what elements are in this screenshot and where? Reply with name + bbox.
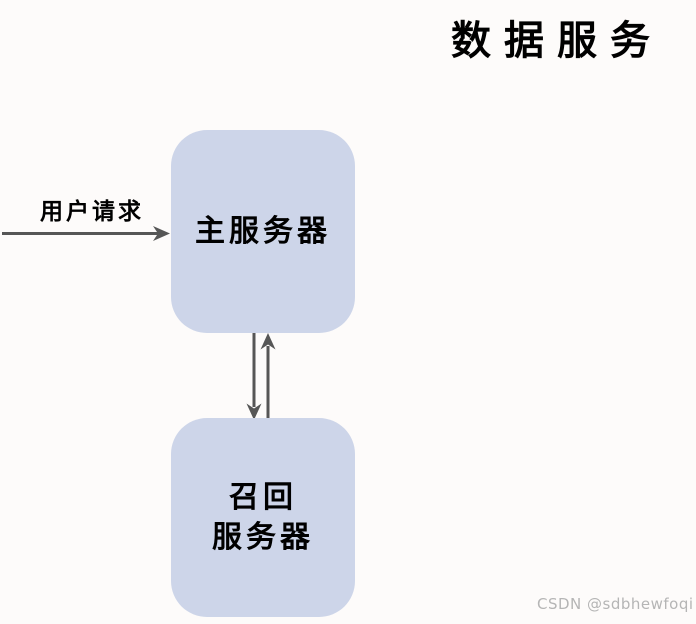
recall-server-label-line2: 服务器 [212,519,314,555]
diagram-title: 数据服务 [451,17,663,64]
down-arrow [246,333,262,420]
main-server-label: 主服务器 [195,213,331,249]
recall-server-label-line1: 召回 [229,479,297,515]
node-recall-server: 召回 服务器 [171,418,355,617]
user-request-label: 用户请求 [40,198,144,225]
watermark: CSDN @sdbhewfoqi [537,595,694,613]
node-main-server: 主服务器 [171,130,355,333]
up-arrow [260,333,276,420]
user-request-arrow [2,226,170,241]
